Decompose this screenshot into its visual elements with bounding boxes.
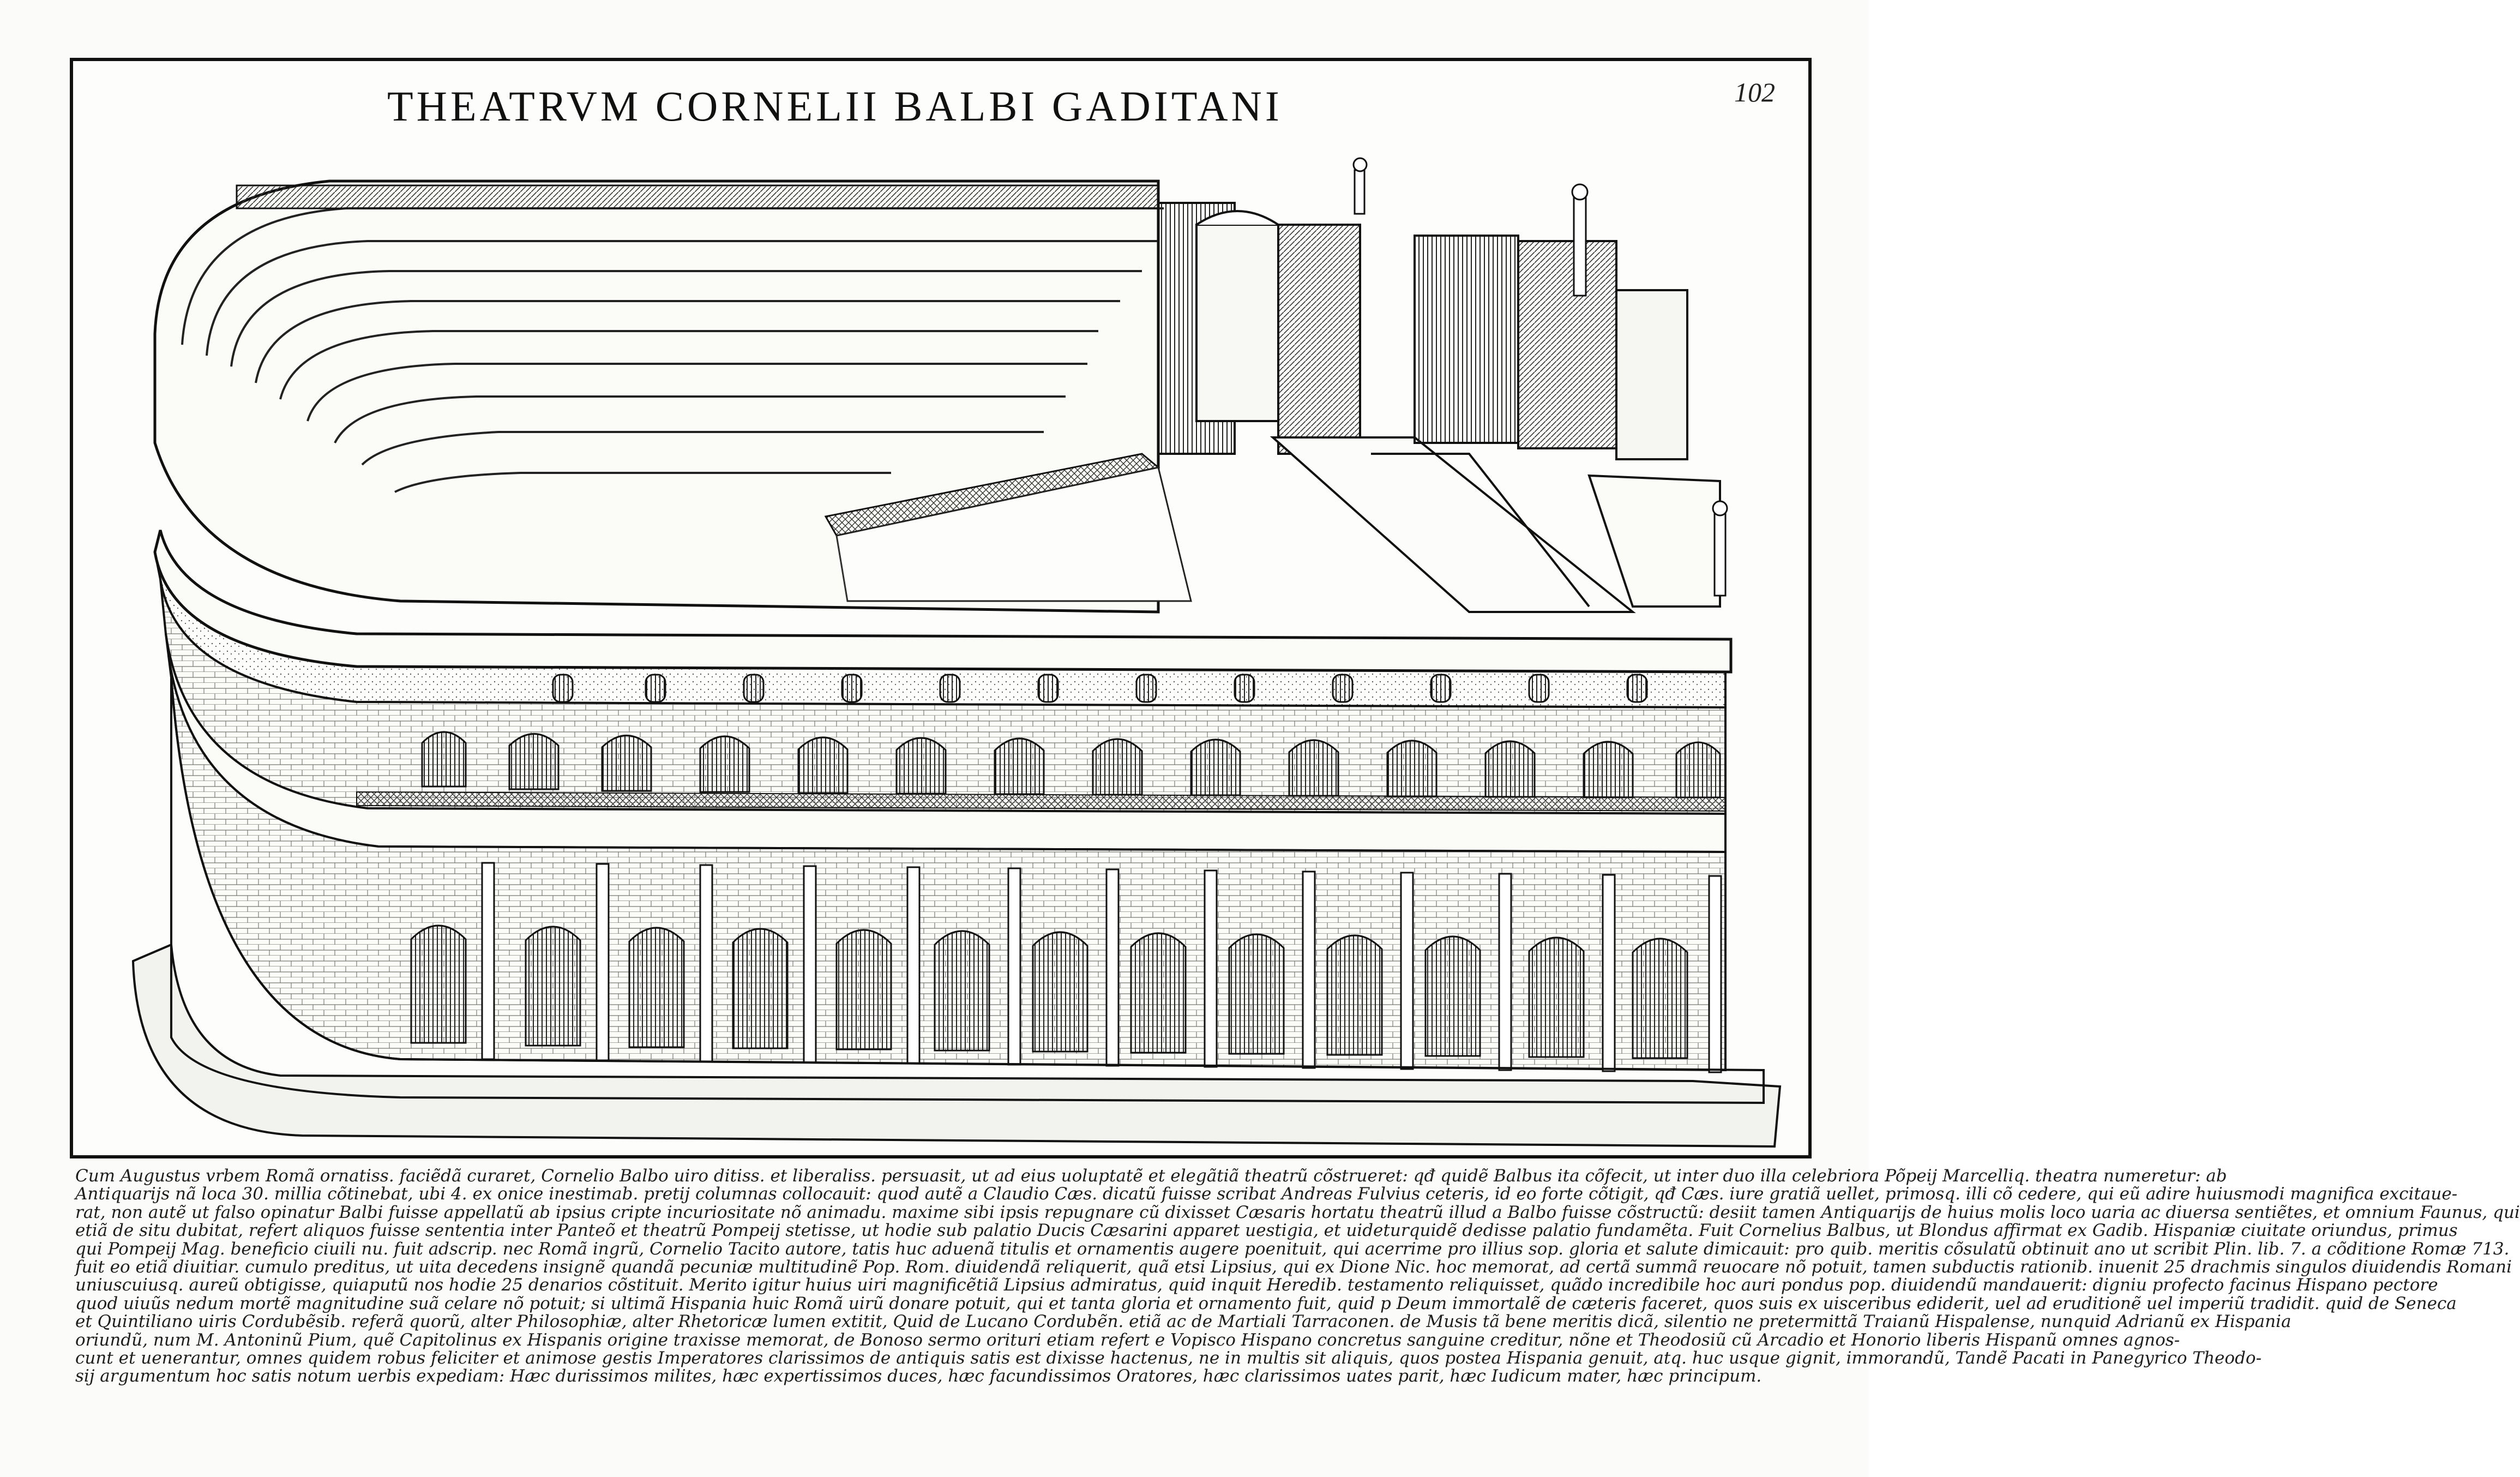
base-step [170,677,1765,1104]
balustrade [356,791,1726,812]
caption-line: quod uiuũs nedum mortẽ magnitudine suã c… [75,1293,2457,1313]
caption-line: etiã de situ dubitat, refert aliquos fui… [75,1221,2458,1241]
plate-title: THEATRVM CORNELII BALBI GADITANI [387,82,1283,130]
latin-caption: Cum Augustus vrbem Romã ornatiss. faciẽd… [75,1166,2520,1413]
ground-base [131,943,1782,1148]
ground-arches [410,924,1688,1059]
caption-line: oriundũ, num M. Antoninũ Pium, quẽ Capit… [75,1330,2180,1350]
middle-arches [421,731,1721,798]
statues [1352,157,1728,597]
caption-line: qui Pompeij Mag. beneficio ciuili nu. fu… [75,1239,2510,1259]
top-gallery [236,184,1159,209]
caption-line: rat, non autẽ ut falso opinatur Balbi fu… [75,1202,2520,1222]
caption-line: fuit eo etiã diuitiar. cumulo preditus, … [75,1257,2512,1277]
attic-windows [552,674,1648,703]
caption-line: sij argumentum hoc satis notum uerbis ex… [75,1366,1762,1386]
caption-line: et Quintiliano uiris Cordubẽsib. referã … [75,1312,2292,1332]
seating-rows [181,207,1164,493]
caption-line: Cum Augustus vrbem Romã ornatiss. faciẽd… [75,1166,2227,1186]
caption-line: Antiquarijs nã loca 30. millia cõtinebat… [75,1184,2458,1204]
caption-line: cunt et uenerantur, omnes quidem robus f… [75,1348,2262,1368]
theatre-engraving [131,157,1782,1148]
scaena-building [1157,202,1721,613]
engraving-sheet: THEATRVM CORNELII BALBI GADITANI 102 Cum… [70,58,2520,1413]
caption-line: uniuscuiusq. aureũ obtigisse, quiaputũ n… [75,1275,2438,1295]
page-number: 102 [1734,77,1775,107]
